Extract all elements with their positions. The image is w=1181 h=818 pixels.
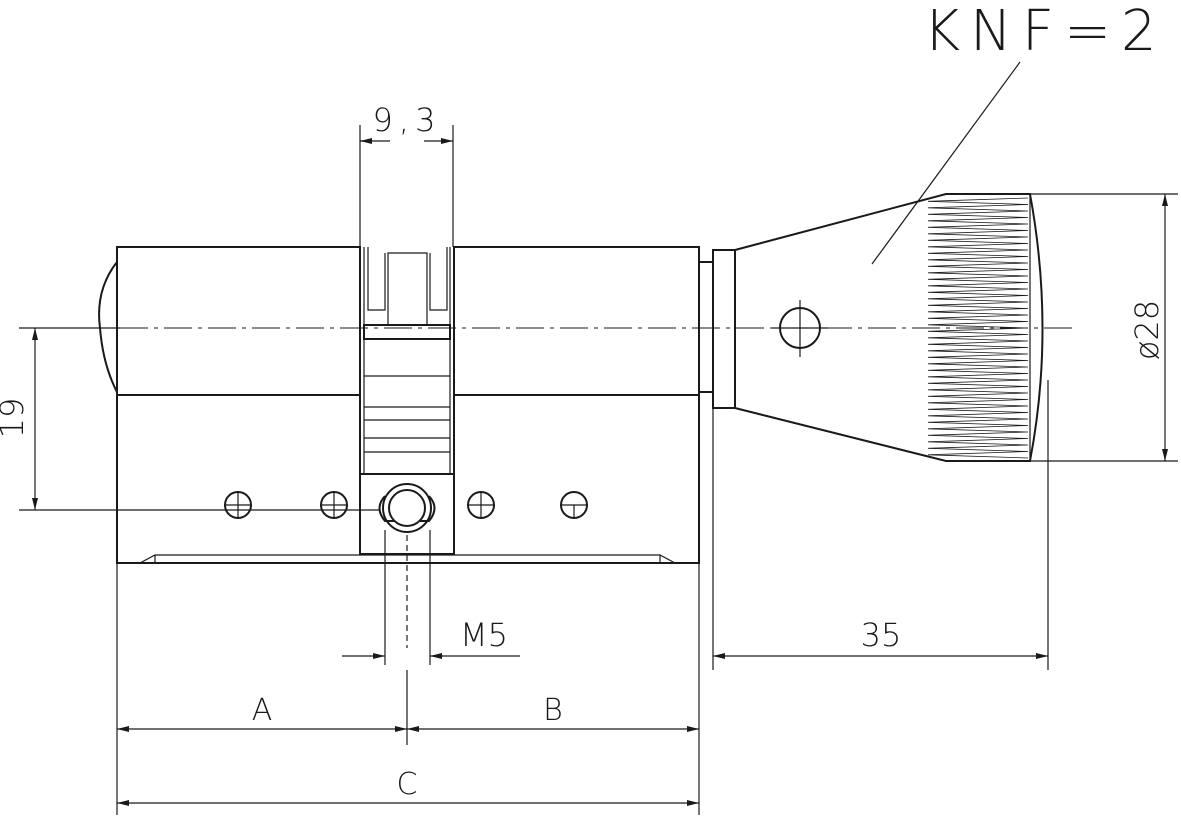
dim-c-label: C	[397, 767, 418, 802]
dimension-height: 19	[0, 328, 38, 510]
dimension-abc: A B C	[116, 563, 700, 815]
dimension-cam-width: 9,3	[359, 101, 454, 247]
dimension-knob-length: 35	[712, 380, 1049, 670]
cam-slot	[359, 247, 455, 474]
knurl-pattern	[927, 197, 1029, 459]
dim-b-label: B	[543, 693, 563, 728]
dimension-knob-diameter: ø28	[946, 193, 1178, 462]
cam-width-label: 9,3	[373, 101, 442, 139]
knob-diameter-label: ø28	[1128, 300, 1166, 360]
pin-holes	[224, 491, 588, 519]
thread-label: M5	[460, 616, 508, 654]
dimension-thread: M5	[342, 616, 520, 659]
cylinder-body	[98, 246, 700, 564]
knurl-leader-line	[871, 61, 1021, 265]
dim-a-label: A	[252, 693, 273, 728]
knob-length-label: 35	[861, 616, 902, 654]
height-label: 19	[0, 398, 31, 439]
knurl-teeth	[927, 197, 1029, 459]
knurl-annotation: KNF=2	[923, 0, 1166, 64]
